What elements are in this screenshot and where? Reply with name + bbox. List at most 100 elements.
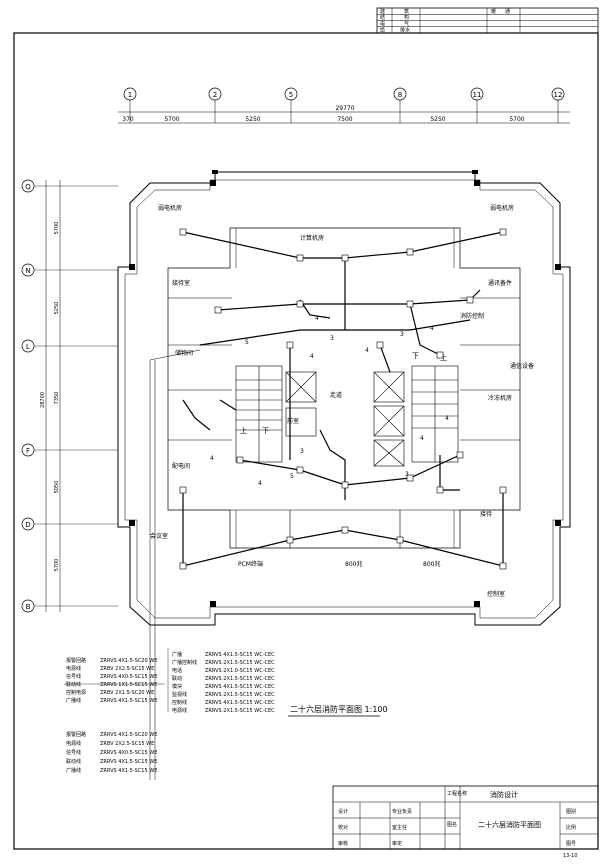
sheet-number: 13-10 bbox=[563, 853, 578, 859]
left-axis-grid: Q N L F D B 28700 5700 5250 7350 5050 57… bbox=[21, 179, 118, 613]
room-storage: 储物间 bbox=[175, 349, 193, 357]
wire-label-3: 4 bbox=[310, 353, 314, 360]
legend-b-name-7: 控制线 bbox=[172, 699, 187, 706]
axis-label-top-3: 5 bbox=[289, 91, 293, 99]
discipline-hvac-2: 通 bbox=[505, 8, 510, 15]
legend-b-name-4: 联动 bbox=[172, 675, 182, 682]
wire-label-5: 3 bbox=[405, 471, 409, 478]
dim-left-2: 5250 bbox=[54, 302, 60, 315]
wire-label-4: 4 bbox=[430, 325, 434, 332]
room-power: 配电间 bbox=[172, 462, 190, 470]
legend-a-name-5: 控制电源 bbox=[66, 689, 86, 696]
discipline-elec: 电 bbox=[380, 21, 385, 28]
room-800b: 800兆 bbox=[423, 560, 440, 568]
room-corridor: 走道 bbox=[330, 391, 342, 399]
project-name: 消防设计 bbox=[490, 790, 518, 799]
legend-b-name-6: 监视线 bbox=[172, 691, 187, 698]
legend-a-spec-6: ZRRVS 4X1.5-SC15 WE bbox=[100, 698, 157, 704]
legend-b-spec-6: ZRRVS 2X1.5-SC15 WC-CEC bbox=[205, 692, 275, 698]
legend-b-spec-2: ZRRVS 2X1.5-SC15 WC-CEC bbox=[205, 660, 275, 666]
role-lead: 专业负责 bbox=[392, 808, 412, 815]
dim-span-1: 5700 bbox=[164, 116, 179, 123]
legend-b-spec-3: ZRRVS 2X1.0-SC15 WC-CEC bbox=[205, 668, 275, 674]
axis-label-top-6: 12 bbox=[554, 91, 563, 99]
stair-up-right: 上 bbox=[440, 353, 447, 362]
wire-label-10: 3 bbox=[300, 448, 304, 455]
wire-label-14: 4 bbox=[445, 415, 449, 422]
wire-label-7: 5 bbox=[290, 473, 294, 480]
title-block bbox=[332, 785, 599, 850]
legend-a-name-2: 电源线 bbox=[66, 665, 81, 672]
stair-down-right: 下 bbox=[412, 352, 419, 360]
dim-left-4: 5050 bbox=[54, 481, 60, 494]
legend-b: 广播 ZRRVS 4X1.5-SC15 WC-CEC 广播控制线 ZRRVS 2… bbox=[167, 648, 275, 714]
axis-label-left-6: B bbox=[26, 603, 31, 611]
legend-c-spec-1: ZRRVS 4X1.5-SC20 WE bbox=[100, 732, 157, 738]
legend-c-name-4: 联动线 bbox=[66, 758, 81, 765]
plan-title: 二十六层消防平面图 1:100 bbox=[290, 704, 388, 714]
legend-a: 报警回路 ZRRVS 4X1.5-SC20 WE 电源线 ZRBV 2X2.5-… bbox=[64, 657, 165, 704]
discipline-struct-2: 构 bbox=[404, 14, 409, 21]
legend-a-spec-3: ZRRVS 4X0.5-SC15 WE bbox=[100, 674, 157, 680]
discipline-elec-2: 气 bbox=[404, 21, 409, 28]
role-design: 设计 bbox=[338, 808, 348, 815]
room-fire: 消防控制 bbox=[460, 312, 484, 320]
legend-a-name-3: 信号线 bbox=[66, 673, 81, 680]
wire-label-11: 3 bbox=[400, 331, 404, 338]
field-scale: 比例 bbox=[566, 824, 576, 831]
wire-label-13: 5 bbox=[245, 339, 249, 346]
stair-up-left: 上 bbox=[240, 426, 247, 435]
title-block-text: 工程名称 消防设计 图名 二十六层消防平面图 设计 校对 审核 专业负责 室主任… bbox=[338, 790, 578, 859]
wire-label-1: 4 bbox=[315, 315, 319, 322]
legend-c: 报警回路 ZRRVS 4X1.5-SC20 WE 电源线 ZRBV 2X2.5-… bbox=[66, 731, 157, 774]
room-computer: 计算机房 bbox=[300, 234, 324, 242]
room-reception: 接待室 bbox=[172, 279, 190, 287]
dim-first: 370 bbox=[122, 116, 134, 123]
room-machine-right: 弱电机房 bbox=[490, 204, 514, 212]
room-com2: 通信设备 bbox=[510, 362, 534, 370]
dim-span-3: 7500 bbox=[337, 116, 352, 123]
legend-c-spec-5: ZRRVS 4X1.5-SC15 WE bbox=[100, 768, 157, 774]
discipline-arch-2: 筑 bbox=[404, 8, 409, 15]
axis-label-top-4: 8 bbox=[398, 91, 402, 99]
drawing-name: 二十六层消防平面图 bbox=[478, 820, 541, 829]
legend-a-spec-1: ZRRVS 4X1.5-SC20 WE bbox=[100, 658, 157, 664]
axis-label-left-2: N bbox=[25, 267, 30, 275]
legend-b-name-3: 电话 bbox=[172, 667, 182, 674]
dim-span-5: 5700 bbox=[509, 116, 524, 123]
partitions bbox=[168, 297, 520, 548]
legend-c-name-1: 报警回路 bbox=[66, 731, 86, 738]
room-labels: 弱电机房 弱电机房 计算机房 接待室 通讯备件 储物间 前室 走道 配电间 上 … bbox=[150, 204, 534, 598]
legend-b-spec-7: ZRRVS 4X1.5-SC15 WC-CEC bbox=[205, 700, 275, 706]
legend-b-spec-4: ZRRVS 2X1.5-SC15 WC-CEC bbox=[205, 676, 275, 682]
legend-c-spec-3: ZRRVS 4X0.5-SC15 WE bbox=[100, 750, 157, 756]
discipline-table: 建 筑 暖 通 结 构 电 气 给 排水 bbox=[376, 7, 599, 34]
room-comm: 通讯备件 bbox=[488, 279, 512, 287]
role-review: 审核 bbox=[338, 840, 348, 847]
room-control: 控制室 bbox=[487, 590, 505, 598]
wire-label-6: 4 bbox=[258, 480, 262, 487]
legend-b-name-5: 模块 bbox=[172, 683, 182, 690]
legend-c-spec-4: ZRRVS 4X1.5-SC15 WE bbox=[100, 759, 157, 765]
axis-label-left-3: L bbox=[26, 343, 30, 351]
wire-label-2: 3 bbox=[330, 335, 334, 342]
room-800a: 800兆 bbox=[345, 560, 362, 568]
dim-left-5: 5700 bbox=[54, 559, 60, 572]
legend-b-spec-8: ZRRVS 2X1.5-SC15 WC-CEC bbox=[205, 708, 275, 714]
role-approve: 审定 bbox=[392, 840, 402, 847]
sheet-border bbox=[13, 32, 599, 850]
role-director: 室主任 bbox=[392, 824, 407, 831]
legend-b-name-8: 电源线 bbox=[172, 707, 187, 714]
columns bbox=[129, 170, 561, 607]
legend-a-name-4: 联动线 bbox=[66, 681, 81, 688]
legend-a-spec-5: ZRBV 2X1.5-SC20 WE bbox=[100, 690, 154, 696]
room-hall: 接待 bbox=[480, 510, 492, 518]
legend-b-name-2: 广播控制线 bbox=[172, 659, 197, 666]
wiring-thin bbox=[149, 349, 201, 780]
discipline-struct: 结 bbox=[380, 14, 385, 21]
discipline-plumb: 给 bbox=[380, 27, 385, 34]
role-check: 校对 bbox=[338, 824, 348, 831]
label-drawing: 图名 bbox=[447, 821, 457, 828]
